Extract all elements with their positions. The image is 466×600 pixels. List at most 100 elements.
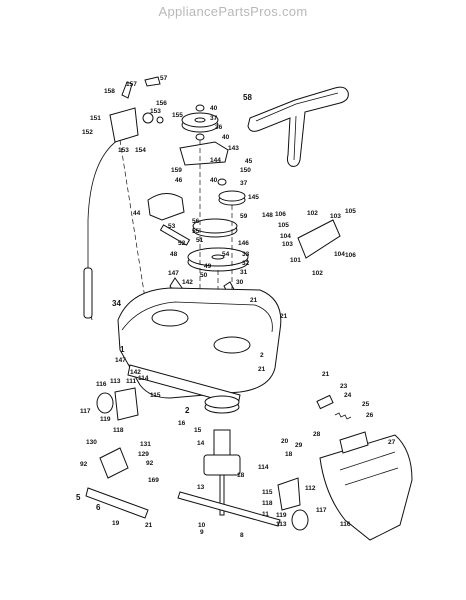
callout-147b: 147	[115, 357, 126, 364]
callout-158: 158	[104, 88, 115, 95]
callout-129: 129	[138, 451, 149, 458]
callout-119b: 119	[276, 512, 287, 519]
callout-147: 147	[168, 270, 179, 277]
callout-103b: 103	[282, 241, 293, 248]
callout-52: 52	[178, 240, 186, 247]
callout-57: 57	[160, 75, 168, 82]
idler-bracket	[179, 141, 229, 166]
callout-40c: 40	[210, 177, 218, 184]
callout-102b: 102	[312, 270, 323, 277]
callout-153b: 153	[118, 147, 129, 154]
callout-40b: 40	[222, 134, 230, 141]
callout-55: 55	[192, 228, 200, 235]
callout-154: 154	[135, 147, 146, 154]
drive-belt	[247, 86, 349, 167]
callout-151: 151	[90, 115, 101, 122]
callout-24: 24	[344, 392, 352, 399]
callout-2: 2	[260, 352, 264, 359]
callout-116: 116	[96, 381, 107, 388]
mower-blade	[177, 491, 281, 527]
callout-20: 20	[281, 438, 289, 445]
cover-latch	[316, 394, 352, 420]
callout-1: 1	[120, 345, 125, 354]
callout-104: 104	[280, 233, 291, 240]
callout-153: 153	[150, 108, 161, 115]
callout-156: 156	[156, 100, 167, 107]
callout-32: 32	[242, 260, 250, 267]
callout-37: 37	[210, 115, 218, 122]
watermark: AppliancePartsPros.com	[158, 4, 308, 19]
callout-105b: 105	[278, 222, 289, 229]
callout-102: 102	[307, 210, 318, 217]
callout-131: 131	[140, 441, 151, 448]
callout-29: 29	[295, 442, 303, 449]
callout-114: 114	[138, 375, 149, 382]
callout-18: 18	[237, 472, 245, 479]
callout-50: 50	[200, 272, 208, 279]
callout-10: 10	[198, 522, 206, 529]
callout-46: 46	[175, 177, 183, 184]
gauge-wheel-right	[277, 477, 309, 531]
callout-21e: 21	[322, 371, 330, 378]
callout-145: 145	[248, 194, 259, 201]
callout-37b: 37	[240, 180, 248, 187]
callout-33: 33	[242, 251, 250, 258]
callout-45: 45	[245, 158, 253, 165]
callout-9: 9	[200, 529, 204, 536]
cable-sleeve	[83, 267, 93, 319]
callout-14: 14	[197, 440, 205, 447]
callout-169: 169	[148, 477, 159, 484]
callout-25: 25	[362, 401, 370, 408]
callout-21d: 21	[145, 522, 153, 529]
callout-114b: 114	[258, 464, 269, 471]
callout-150: 150	[240, 167, 251, 174]
callout-6: 6	[96, 503, 101, 512]
mulching-cover	[319, 431, 413, 541]
callout-157: 157	[126, 81, 137, 88]
callout-56: 56	[192, 218, 200, 225]
callout-26: 26	[366, 412, 374, 419]
callout-118: 118	[113, 427, 124, 434]
callout-48: 48	[170, 251, 178, 258]
callout-144: 144	[210, 157, 221, 164]
callout-31: 31	[240, 269, 248, 276]
callout-118b: 118	[262, 500, 273, 507]
callout-2b: 2	[185, 406, 190, 415]
callout-15: 15	[194, 427, 202, 434]
callout-117b: 117	[316, 507, 327, 514]
stabilizer-bar	[85, 487, 149, 519]
callout-113b: 113	[276, 521, 287, 528]
callout-5: 5	[76, 493, 81, 502]
callout-18b: 18	[285, 451, 293, 458]
callout-103: 103	[330, 213, 341, 220]
callout-142b: 142	[130, 369, 141, 376]
callout-36: 36	[215, 124, 223, 131]
callout-49: 49	[204, 263, 212, 270]
callout-59: 59	[240, 213, 248, 220]
callout-115: 115	[150, 392, 161, 399]
callout-115b: 115	[262, 489, 273, 496]
callout-111: 111	[126, 378, 137, 385]
callout-113: 113	[110, 378, 121, 385]
callout-159: 159	[171, 167, 182, 174]
idler-pulley-lower	[217, 178, 246, 206]
callout-8: 8	[240, 532, 244, 539]
control-bracket	[109, 76, 164, 143]
callout-106: 106	[275, 211, 286, 218]
callout-92: 92	[80, 461, 88, 468]
callout-13: 13	[197, 484, 205, 491]
callout-21: 21	[250, 297, 258, 304]
mower-deck	[117, 287, 282, 406]
callout-146: 146	[238, 240, 249, 247]
callout-16: 16	[178, 420, 186, 427]
callout-143: 143	[228, 145, 239, 152]
callout-130: 130	[86, 439, 97, 446]
callout-40: 40	[210, 105, 218, 112]
callout-142: 142	[182, 279, 193, 286]
callout-21b: 21	[280, 313, 288, 320]
callout-92b: 92	[146, 460, 154, 467]
callout-106b: 106	[345, 252, 356, 259]
callout-152: 152	[82, 129, 93, 136]
